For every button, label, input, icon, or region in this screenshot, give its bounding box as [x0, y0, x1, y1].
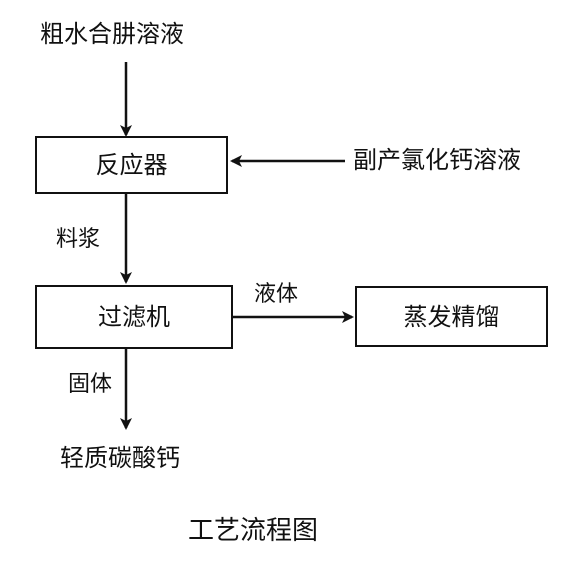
- evaporation-box: 蒸发精馏: [355, 286, 548, 347]
- reactor-label: 反应器: [95, 151, 168, 179]
- edge-label-solid: 固体: [68, 372, 113, 397]
- output-light-calcium-carbonate: 轻质碳酸钙: [60, 444, 180, 472]
- evaporation-label: 蒸发精馏: [403, 302, 500, 331]
- reactor-box: 反应器: [35, 136, 228, 194]
- edge-label-slurry: 料浆: [56, 227, 101, 252]
- diagram-caption: 工艺流程图: [188, 516, 319, 546]
- edge-label-liquid: 液体: [254, 282, 299, 307]
- input-crude-hydrazine-solution: 粗水合肼溶液: [40, 20, 184, 48]
- filter-box: 过滤机: [35, 285, 233, 349]
- input-byproduct-calcium-chloride: 副产氯化钙溶液: [353, 146, 521, 174]
- filter-label: 过滤机: [98, 303, 170, 331]
